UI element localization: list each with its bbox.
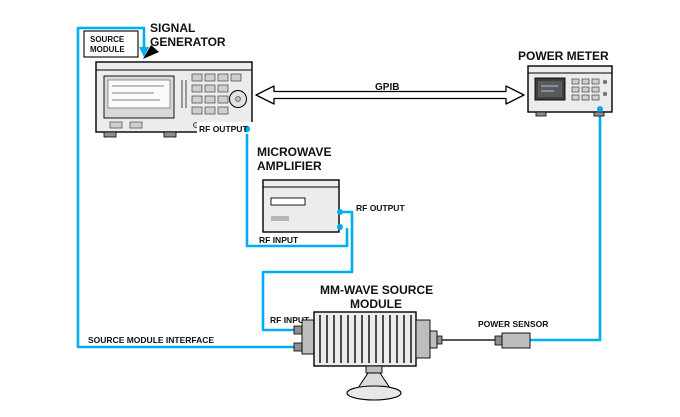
power-meter-device: POWER METER: [518, 49, 613, 117]
signal-generator-label-line2: GENERATOR: [150, 35, 226, 49]
instrument-foot: [163, 131, 177, 138]
display-text-lines: [112, 85, 164, 101]
keypad-key: [217, 73, 229, 82]
pointer-arrow-icon: [143, 45, 159, 59]
module-interface-stub: [293, 342, 303, 352]
keypad-key: [581, 78, 590, 85]
amplifier-badge: [271, 216, 289, 221]
module-right-section: [415, 319, 431, 359]
signal-generator-label-line1: SIGNAL: [150, 21, 195, 35]
display-soft-button: [109, 121, 123, 129]
rf-output-label-backing: [197, 122, 255, 134]
keypad-key: [571, 78, 580, 85]
amplifier-body: [262, 179, 340, 233]
rf-output-label-amplifier: RF OUTPUT: [356, 203, 405, 213]
rf-output-connector: [243, 125, 251, 133]
cable-sensor-to-power-meter: [528, 107, 602, 342]
keypad-key: [581, 94, 590, 101]
signal-generator-device: RF OUTPUT: [95, 61, 255, 138]
keypad-key: [571, 94, 580, 101]
amplifier-rf-input-connector: [337, 224, 343, 230]
keypad-key: [204, 106, 216, 115]
rf-output-label-siggen: RF OUTPUT: [199, 124, 248, 134]
keypad-key: [581, 86, 590, 93]
keypad-key: [571, 86, 580, 93]
keypad-key: [191, 73, 203, 82]
source-module-interface-cable-path: [76, 26, 300, 349]
keypad-key: [591, 78, 600, 85]
power-meter-button: [602, 79, 608, 85]
module-output-stub: [436, 335, 443, 345]
microwave-amplifier-label-line2: AMPLIFIER: [257, 159, 322, 173]
rf-input-label-module: RF INPUT: [270, 315, 310, 325]
cable-arrowhead-icon: [139, 47, 149, 57]
module-left-connector-block: [301, 319, 315, 355]
source-module-interface-cable: [76, 26, 300, 349]
gpib-bus-arrow: GPIB: [255, 82, 525, 105]
mmwave-module-label-line2: MODULE: [350, 297, 402, 311]
keypad-key: [591, 94, 600, 101]
module-output-flange: [429, 330, 438, 349]
mmwave-module-label-line1: MM-WAVE SOURCE: [320, 283, 433, 297]
rf-cable-amplifier-to-module: [261, 210, 354, 332]
source-module-interface-label: SOURCE MODULE INTERFACE: [88, 335, 214, 345]
power-sensor-device: POWER SENSOR: [442, 319, 548, 349]
softkey-column: [181, 80, 187, 108]
signal-generator-keypad: [191, 73, 242, 115]
source-module-callout: SOURCE MODULE: [83, 30, 139, 58]
keypad-key: [591, 86, 600, 93]
microwave-amplifier-device: MICROWAVE AMPLIFIER RF OUTPUT RF INPUT: [257, 145, 405, 245]
keypad-key: [217, 84, 229, 93]
display-soft-button: [129, 121, 143, 129]
power-meter-label: POWER METER: [518, 49, 609, 63]
cable-sensor-to-power-meter-path: [528, 107, 602, 342]
module-stand-neck: [365, 365, 383, 374]
amplifier-rf-output-connector: [337, 209, 343, 215]
amplifier-vent-slot: [270, 197, 306, 206]
source-module-label-line2: MODULE: [90, 45, 125, 54]
rf-cable-amplifier-to-module-path: [261, 210, 354, 332]
module-stand-base: [346, 385, 402, 401]
microwave-amplifier-label-line1: MICROWAVE: [257, 145, 331, 159]
power-meter-button: [602, 91, 608, 97]
rf-cable-siggen-to-amplifier-path: [245, 127, 349, 248]
instrument-foot: [535, 111, 547, 117]
signal-generator-display-screen: [107, 79, 171, 109]
rf-input-label-amplifier: RF INPUT: [259, 235, 299, 245]
source-module-label-box: [83, 30, 139, 58]
power-meter-display-inner: [538, 81, 562, 97]
module-rf-input-stub: [293, 325, 303, 335]
instrument-foot: [593, 111, 605, 117]
power-meter-sensor-connector: [597, 106, 603, 112]
keypad-key: [204, 95, 216, 104]
keypad-key: [191, 84, 203, 93]
gpib-label: GPIB: [375, 82, 399, 93]
rf-cable-siggen-to-amplifier: [245, 127, 349, 248]
keypad-key: [204, 84, 216, 93]
module-finned-body: [313, 311, 417, 367]
rotary-knob-center: [235, 96, 241, 102]
gpib-double-arrow-icon: [255, 85, 525, 105]
keypad-key: [217, 106, 229, 115]
keypad-key: [191, 95, 203, 104]
instrument-foot: [103, 131, 117, 138]
keypad-key: [191, 106, 203, 115]
power-meter-display-lines: [541, 85, 558, 92]
signal-generator-heading: SIGNAL GENERATOR: [143, 21, 226, 59]
keypad-key: [230, 73, 242, 82]
keypad-key: [204, 73, 216, 82]
source-module-label-line1: SOURCE: [90, 35, 125, 44]
module-cooling-fins: [319, 315, 412, 363]
power-meter-keypad: [571, 78, 600, 101]
power-sensor-body: [501, 332, 531, 349]
mmwave-source-module-device: MM-WAVE SOURCE MODULE RF INPUT: [270, 283, 443, 401]
keypad-key: [217, 95, 229, 104]
power-sensor-label: POWER SENSOR: [478, 319, 548, 329]
